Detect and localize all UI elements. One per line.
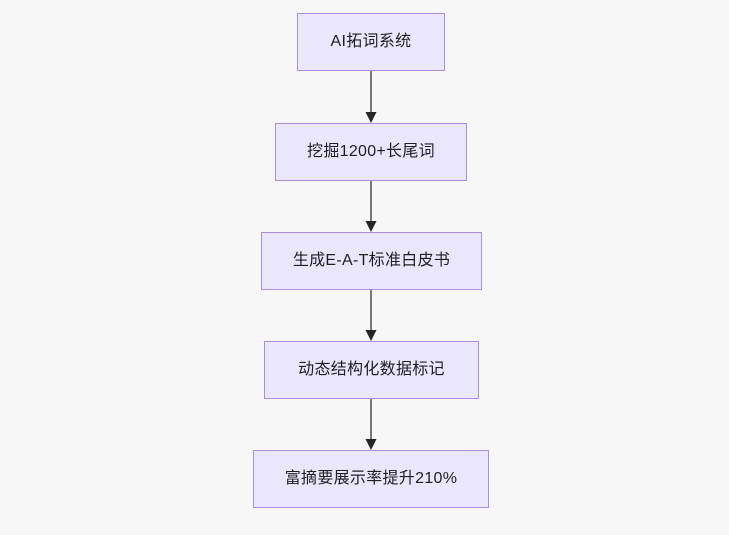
flow-node-rich-snippet-impression-lift[interactable]: 富摘要展示率提升210% bbox=[253, 450, 489, 508]
flow-node-label: 生成E-A-T标准白皮书 bbox=[292, 252, 451, 269]
edge-node4-to-node5 bbox=[365, 399, 377, 450]
flow-node-label: 富摘要展示率提升210% bbox=[284, 470, 458, 487]
flow-node-ai-keyword-system[interactable]: AI拓词系统 bbox=[297, 13, 445, 71]
flow-node-dynamic-structured-data-markup[interactable]: 动态结构化数据标记 bbox=[264, 341, 479, 399]
edge-node1-to-node2 bbox=[365, 71, 377, 123]
flow-node-label: AI拓词系统 bbox=[330, 33, 412, 50]
edge-node3-to-node4 bbox=[365, 290, 377, 341]
flow-node-label: 动态结构化数据标记 bbox=[298, 361, 445, 378]
flow-node-mine-longtail-keywords[interactable]: 挖掘1200+长尾词 bbox=[275, 123, 467, 181]
flow-node-label: 挖掘1200+长尾词 bbox=[307, 143, 435, 160]
flow-node-generate-eat-whitepaper[interactable]: 生成E-A-T标准白皮书 bbox=[261, 232, 482, 290]
edge-node2-to-node3 bbox=[365, 181, 377, 232]
